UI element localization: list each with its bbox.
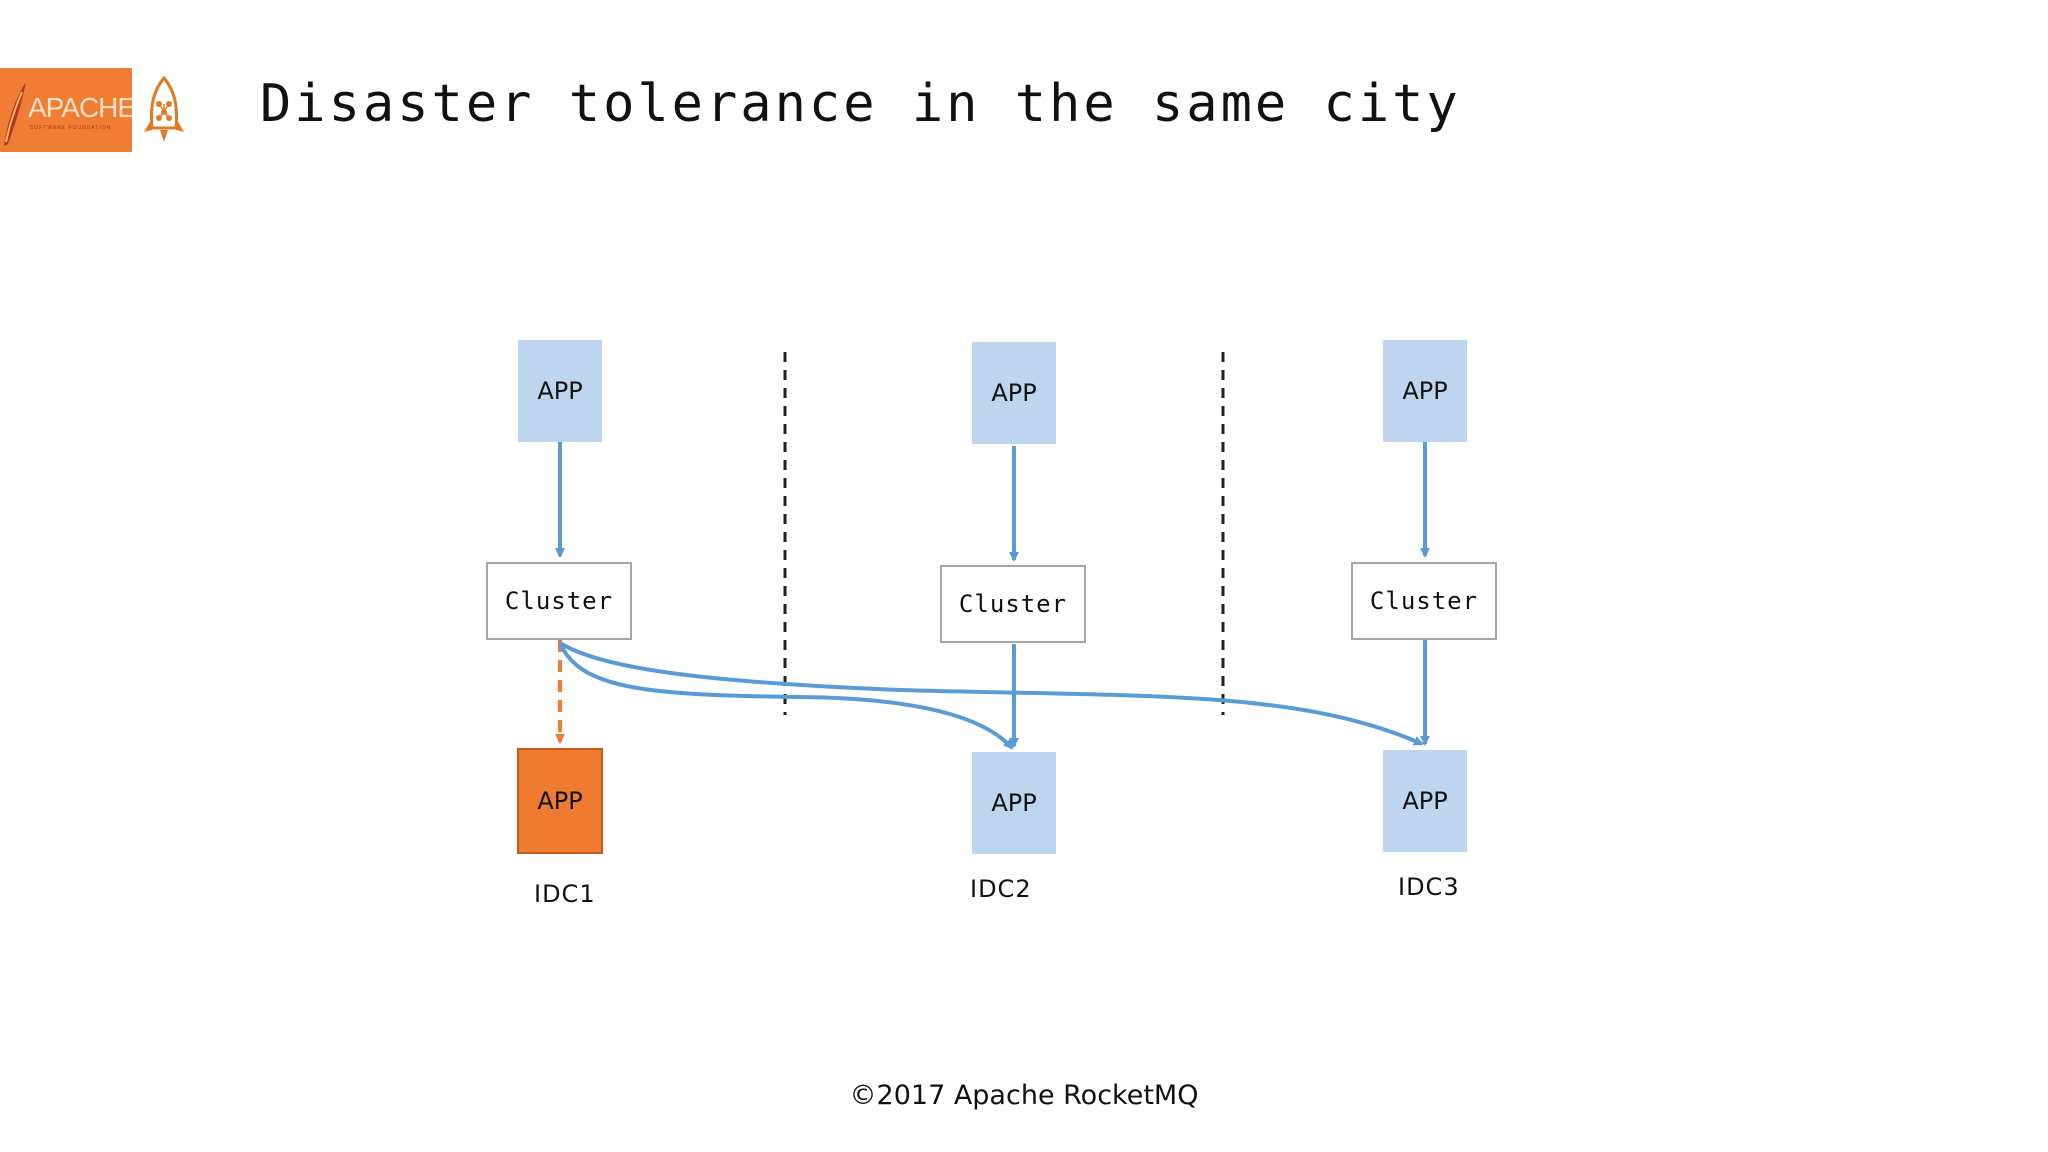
footer-copyright: ©2017 Apache RocketMQ — [849, 1080, 1199, 1111]
idc3-app-bottom: APP — [1383, 750, 1467, 852]
apache-logo: APACHE SOFTWARE FOUNDATION — [0, 68, 132, 152]
cluster-label: Cluster — [958, 590, 1068, 618]
app-label: APP — [1402, 377, 1448, 405]
idc1-cluster: Cluster — [486, 562, 632, 640]
idc1-label: IDC1 — [534, 880, 596, 908]
idc3-cluster: Cluster — [1351, 562, 1497, 640]
page-title: Disaster tolerance in the same city — [260, 74, 1461, 134]
logo-subtext: SOFTWARE FOUNDATION — [30, 125, 112, 131]
cluster-label: Cluster — [504, 587, 614, 615]
idc2-cluster: Cluster — [940, 565, 1086, 643]
idc1-app-top: APP — [518, 340, 602, 442]
app-label: APP — [991, 789, 1037, 817]
idc2-app-bottom: APP — [972, 752, 1056, 854]
route-idc1-to-idc3 — [558, 641, 1424, 746]
feather-icon — [4, 82, 26, 146]
app-label: APP — [537, 787, 583, 815]
app-label: APP — [537, 377, 583, 405]
app-label: APP — [1402, 787, 1448, 815]
app-label: APP — [991, 379, 1037, 407]
rocketmq-logo-icon — [144, 75, 184, 142]
logo-text: APACHE — [28, 92, 132, 123]
idc2-app-top: APP — [972, 342, 1056, 444]
cluster-label: Cluster — [1369, 587, 1479, 615]
idc1-app-bottom-failed: APP — [517, 748, 603, 854]
idc3-label: IDC3 — [1398, 873, 1460, 901]
idc2-label: IDC2 — [970, 875, 1032, 903]
idc3-app-top: APP — [1383, 340, 1467, 442]
route-idc1-to-idc2 — [558, 642, 1014, 750]
